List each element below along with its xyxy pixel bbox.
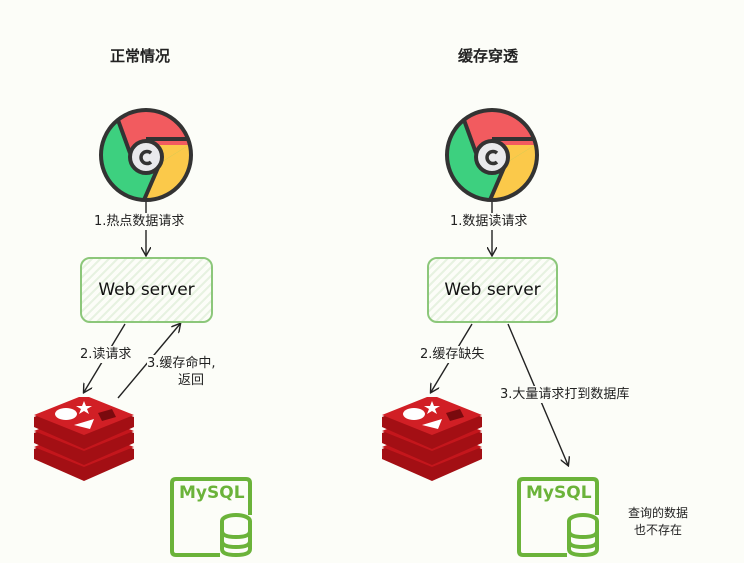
web-server-label: Web server xyxy=(98,280,195,300)
mysql-label: MySQL xyxy=(179,483,245,503)
normal-case-title: 正常情况 xyxy=(110,47,171,65)
step1-label: 1.热点数据请求 xyxy=(94,213,185,230)
database-frame-icon xyxy=(170,477,252,558)
database-frame-icon xyxy=(517,477,599,558)
step2-label: 2.读请求 xyxy=(80,346,132,363)
cache-penetration-title: 缓存穿透 xyxy=(458,47,519,65)
step2-label: 2.缓存缺失 xyxy=(420,346,485,363)
step3-label-line1: 3.缓存命中, xyxy=(147,355,216,372)
note-data-not-exist: 查询的数据 也不存在 xyxy=(618,505,698,539)
step3-label-line2: 返回 xyxy=(178,372,205,389)
browser-chrome-icon xyxy=(99,108,193,202)
mysql-label: MySQL xyxy=(526,483,592,503)
web-server-label: Web server xyxy=(444,280,541,300)
mysql-database-icon: MySQL xyxy=(515,475,601,559)
redis-cache-icon xyxy=(382,397,482,481)
redis-cache-icon xyxy=(34,397,134,481)
mysql-database-icon: MySQL xyxy=(168,475,254,559)
web-server-node: Web server xyxy=(427,257,558,323)
step3-label: 3.大量请求打到数据库 xyxy=(500,386,630,403)
web-server-node: Web server xyxy=(80,257,213,323)
note-line1: 查询的数据 xyxy=(627,506,688,520)
note-line2: 也不存在 xyxy=(633,523,682,537)
step1-label: 1.数据读请求 xyxy=(450,213,528,230)
browser-chrome-icon xyxy=(445,108,539,202)
